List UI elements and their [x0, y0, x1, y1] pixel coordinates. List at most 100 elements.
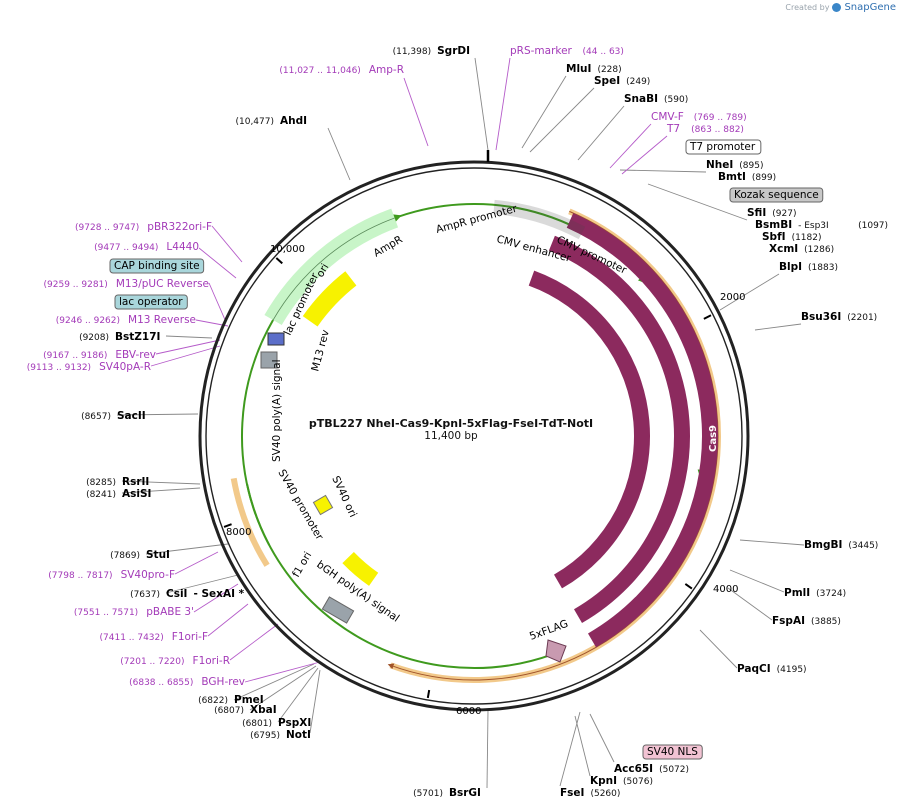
boxed-label: SV40 NLS [647, 746, 698, 758]
primer-CMV-F: CMV-F [651, 111, 684, 123]
site-pos: (1182) [792, 233, 822, 243]
site-CsiI: CsiI [166, 588, 187, 600]
boxed-label: T7 promoter [689, 141, 756, 153]
leader-line [486, 709, 489, 789]
boxed-feature-box [729, 187, 824, 203]
feature-ori: ori [314, 262, 331, 280]
boxed-feature-box [109, 258, 205, 274]
site-pos: (7869) [110, 551, 140, 561]
site-BstZ17I: BstZ17I [115, 331, 160, 343]
snapgene-logo-icon [832, 3, 842, 12]
site-pos: - Esp3I [798, 221, 829, 231]
primer-pos: (9477 .. 9494) [94, 243, 158, 253]
site-MluI: MluI [566, 63, 591, 75]
primer-pos: (44 .. 63) [583, 47, 624, 57]
green-arrow-left [246, 484, 271, 546]
leader-line [309, 669, 321, 734]
site-pos: (1286) [804, 245, 834, 255]
site-AhdI: AhdI [280, 115, 307, 127]
tick-6000 [426, 689, 431, 699]
tick-label: 2000 [720, 292, 745, 303]
sv40-ori-box [312, 494, 334, 516]
site-pos: (3724) [816, 589, 846, 599]
site-pos: (4195) [777, 665, 807, 675]
site-pos: (10,477) [235, 117, 274, 127]
site-SbfI: SbfI [762, 231, 786, 243]
leader-line [719, 273, 780, 311]
site-PaqCI: PaqCI [737, 663, 771, 675]
primer-pBR322ori-F: pBR322ori-F [147, 221, 212, 233]
primer-pos: (863 .. 882) [691, 125, 744, 135]
site-BlpI: BlpI [779, 261, 802, 273]
leader-line [150, 345, 221, 367]
site-Bsu36I: Bsu36I [801, 311, 841, 323]
primer-pos: (9246 .. 9262) [56, 316, 120, 326]
leader-line [121, 480, 201, 485]
ori-arrow [302, 271, 357, 327]
cas9-middle [548, 235, 690, 624]
backbone-inner [205, 167, 743, 705]
feature-sv40-ori: SV40 ori [329, 474, 359, 519]
leader-line [529, 87, 595, 153]
cas9-outer [566, 213, 718, 648]
primer-BGH-rev: BGH-rev [201, 676, 245, 688]
primer-SV40pA-R: SV40pA-R [99, 361, 151, 373]
leader-line [699, 629, 738, 669]
boxed-label: lac operator [119, 296, 183, 308]
site-pos2: (1097) [858, 221, 888, 231]
feature-f1-ori: f1 ori [290, 550, 314, 580]
site-FseI: FseI [560, 787, 584, 799]
leader-line [495, 57, 511, 151]
leader-line [577, 105, 625, 161]
primer-pos: (7201 .. 7220) [120, 657, 184, 667]
leader-line [589, 713, 615, 763]
feature-cas9-label: Cas9 [654, 423, 665, 450]
primer-pos: (7798 .. 7817) [48, 571, 112, 581]
site-Acc65I: Acc65I [614, 763, 653, 775]
site-pos: (5076) [623, 777, 653, 787]
site-pos: (8657) [81, 412, 111, 422]
tick-label: 4000 [713, 584, 738, 595]
site-SpeI: SpeI [594, 75, 620, 87]
site-PmeI: PmeI [234, 694, 264, 706]
site-pos: (899) [752, 173, 776, 183]
site-BmtI: BmtI [718, 171, 746, 183]
leader-line [207, 603, 249, 637]
site-PspXI: PspXI [278, 717, 311, 729]
site-pos: (6795) [250, 731, 280, 741]
site-FspAI: FspAI [772, 615, 805, 627]
site-SgrDI: SgrDI [437, 45, 470, 57]
site-PmlI: PmlI [784, 587, 810, 599]
credit-prefix: Created by [785, 3, 830, 12]
primer-F1ori-R: F1ori-R [193, 655, 230, 667]
tick-label: 6000 [456, 706, 481, 717]
plasmid-name: pTBL227 NheI-Cas9-KpnI-5xFlag-FseI-TdT-N… [308, 417, 594, 430]
leader-line [211, 225, 243, 263]
feature-5xflag: 5xFLAG [528, 618, 570, 643]
leader-line [116, 413, 199, 416]
ampr-outline [272, 217, 395, 321]
flag-tag-shape [545, 639, 567, 663]
site-pos: (927) [772, 209, 796, 219]
leader-line [647, 183, 748, 221]
tick-10,000 [275, 257, 283, 265]
site-XbaI: XbaI [250, 704, 277, 716]
leader-line [327, 127, 351, 181]
site-AsiSI: AsiSI [122, 488, 151, 500]
primer-pos: (769 .. 789) [694, 113, 747, 123]
site-pos: (9208) [79, 333, 109, 343]
plasmid-length: 11,400 bp [424, 430, 478, 442]
primer-M13 Reverse: M13 Reverse [128, 314, 196, 326]
primer-pos: (6838 .. 6855) [129, 678, 193, 688]
leader-line [233, 663, 315, 701]
feature-sv40-poly-a--signal: SV40 poly(A) signal [271, 359, 283, 462]
snapgene-credit: Created by SnapGene [785, 2, 896, 13]
site-pos: (6822) [198, 696, 228, 706]
site-BsrGI: BsrGI [449, 787, 481, 799]
boxed-feature-box [642, 744, 703, 760]
leader-line [198, 247, 237, 279]
primer-pos: (7411 .. 7432) [100, 633, 164, 643]
primer-pos: (7551 .. 7571) [74, 608, 138, 618]
primer-pos: (9167 .. 9186) [43, 351, 107, 361]
backbone-outer [198, 160, 750, 712]
